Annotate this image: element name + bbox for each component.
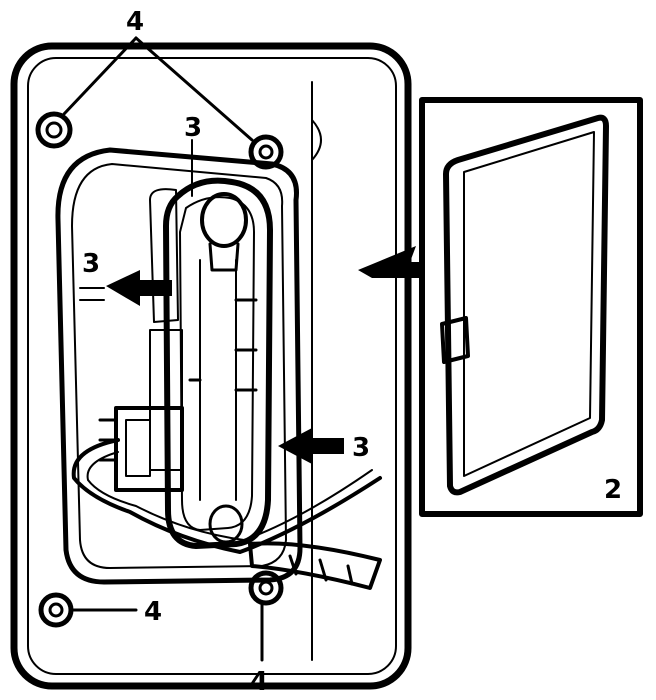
lamp-recess (55, 147, 303, 585)
label-nut-bottom-left: 4 (144, 597, 162, 627)
nut-top-right (248, 134, 284, 170)
wiring-harness (71, 438, 382, 590)
label-inset-panel: 2 (604, 475, 622, 505)
nut-top-left (35, 111, 73, 149)
clip-arrow-left (79, 270, 172, 306)
bulb-upper (200, 192, 248, 272)
housing-plate (10, 42, 412, 690)
bulb-lower (208, 504, 244, 544)
label-nut-bottom-center: 4 (250, 667, 268, 697)
nut-bottom-left (38, 592, 74, 628)
inset-callout-pointer (358, 246, 424, 278)
nut-bottom-center (248, 570, 284, 606)
clip-arrow-right (278, 428, 344, 464)
label-clip-right: 3 (352, 433, 370, 463)
label-nut-top: 4 (126, 7, 144, 37)
label-clip-left: 3 (82, 249, 100, 279)
leader-lines (62, 36, 264, 662)
bulb-holder (149, 177, 273, 549)
inset-panel (419, 97, 643, 517)
label-clip-top: 3 (184, 113, 202, 143)
